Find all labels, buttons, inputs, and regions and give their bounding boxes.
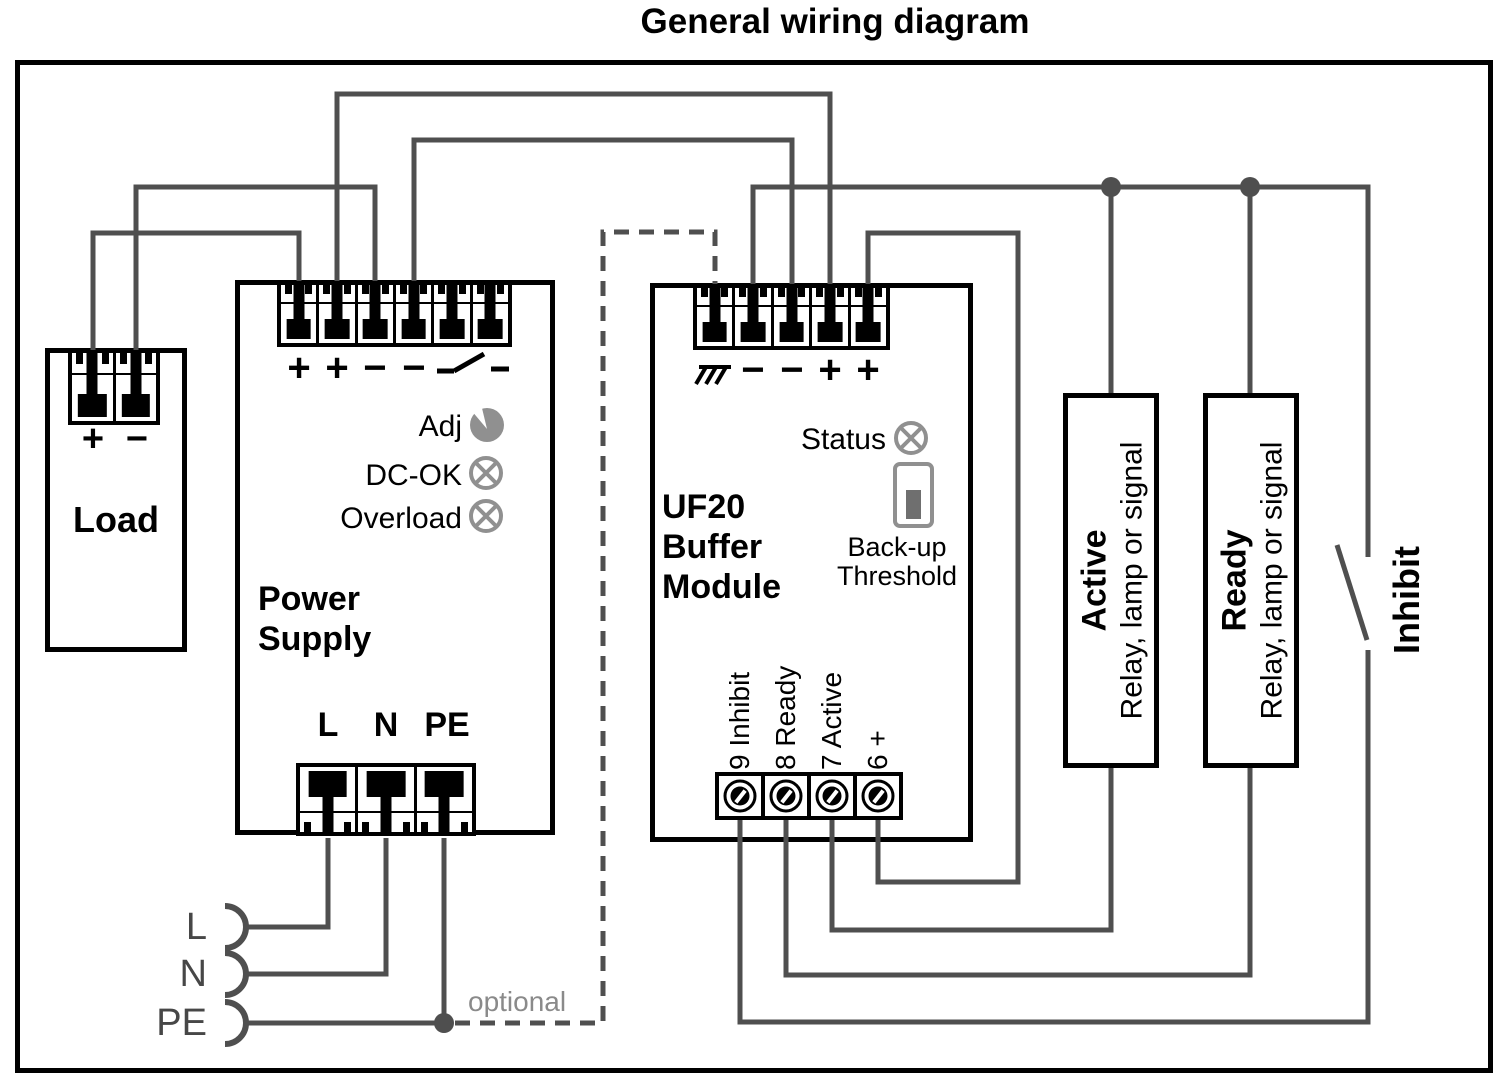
screw-icon: [769, 779, 803, 813]
active-box-subtitle: Relay, lamp or signal: [1115, 441, 1148, 720]
ps-plus2-label: +: [325, 346, 349, 390]
optional-label: optional: [468, 986, 567, 1017]
ps-terminal-plus-1: [281, 285, 320, 343]
screw-icon: [723, 779, 757, 813]
input-pe-label: PE: [156, 1002, 207, 1044]
diagram-frame: [15, 60, 1493, 1073]
load-terminal-plus-label: +: [81, 418, 105, 460]
power-supply-title: Power Supply: [258, 579, 371, 659]
dc-ok-label: DC-OK: [365, 459, 462, 492]
buffer-terminal-minus-1: [735, 288, 774, 346]
power-supply-title-line1: Power: [258, 580, 361, 618]
active-box-title: Active: [1075, 529, 1113, 632]
ps-terminal-pe: [417, 767, 472, 832]
load-terminal-minus-label: −: [125, 418, 149, 460]
ps-terminal-l: [300, 767, 359, 832]
screw-terminal-9: [719, 776, 765, 816]
ps-pe-label: PE: [424, 706, 470, 744]
active-box-text: Active Relay, lamp or signal: [1064, 401, 1159, 761]
buffer-screw-terminal-block: [715, 772, 903, 820]
buffer-top-terminal-block: [693, 284, 890, 350]
backup-threshold-label: Back-up Threshold: [817, 533, 977, 591]
page-title: General wiring diagram: [640, 2, 1030, 41]
ps-terminal-switch-1: [434, 285, 473, 343]
ready-box-text: Ready Relay, lamp or signal: [1204, 401, 1299, 761]
screw-terminal-8: [765, 776, 811, 816]
buffer-plus2-label: +: [856, 348, 880, 392]
adj-label: Adj: [418, 410, 462, 443]
ps-n-label: N: [373, 706, 399, 744]
screw-label-9-inhibit: 9 Inhibit: [724, 671, 755, 770]
buffer-module-title: UF20 Buffer Module: [662, 487, 781, 607]
buffer-terminal-ground: [697, 288, 736, 346]
power-supply-bottom-terminal-block: [296, 763, 476, 836]
screw-label-8-ready: 8 Ready: [770, 665, 801, 770]
load-terminal-minus: [116, 353, 157, 421]
input-n-label: N: [179, 953, 207, 995]
buffer-title-line1: UF20: [662, 488, 746, 526]
buffer-terminal-plus-1: [812, 288, 851, 346]
ps-terminal-minus-1: [358, 285, 396, 343]
overload-label: Overload: [340, 502, 462, 535]
screw-label-7-active: 7 Active: [816, 671, 847, 770]
ps-terminal-n: [358, 767, 417, 832]
buffer-title-line3: Module: [662, 568, 781, 606]
ps-terminal-plus-2: [319, 285, 358, 343]
ps-minus2-label: −: [402, 346, 426, 390]
ps-minus1-label: −: [363, 346, 387, 390]
power-supply-top-terminal-block: [277, 281, 512, 347]
ps-l-label: L: [317, 706, 339, 744]
power-supply-title-line2: Supply: [258, 620, 372, 658]
load-terminal-block: [68, 349, 160, 425]
ps-plus1-label: +: [287, 346, 311, 390]
buffer-terminal-plus-2: [851, 288, 886, 346]
screw-terminal-6: [857, 776, 899, 816]
ready-box-subtitle: Relay, lamp or signal: [1255, 441, 1288, 720]
buffer-title-line2: Buffer: [662, 528, 763, 566]
inhibit-label: Inhibit: [1386, 546, 1427, 654]
backup-threshold-line1: Back-up: [847, 532, 947, 562]
screw-terminal-7: [811, 776, 857, 816]
backup-threshold-line2: Threshold: [836, 561, 958, 591]
ps-terminal-minus-2: [396, 285, 435, 343]
load-title: Load: [73, 499, 159, 540]
input-l-label: L: [185, 906, 207, 948]
screw-icon: [815, 779, 849, 813]
load-terminal-plus: [72, 353, 116, 421]
buffer-terminal-minus-2: [774, 288, 813, 346]
status-label: Status: [800, 423, 886, 456]
buffer-minus1-label: −: [741, 348, 765, 392]
screw-label-6-plus: 6 +: [862, 730, 893, 770]
ps-terminal-switch-2: [473, 285, 508, 343]
screw-icon: [861, 779, 895, 813]
ready-box-title: Ready: [1215, 529, 1253, 632]
